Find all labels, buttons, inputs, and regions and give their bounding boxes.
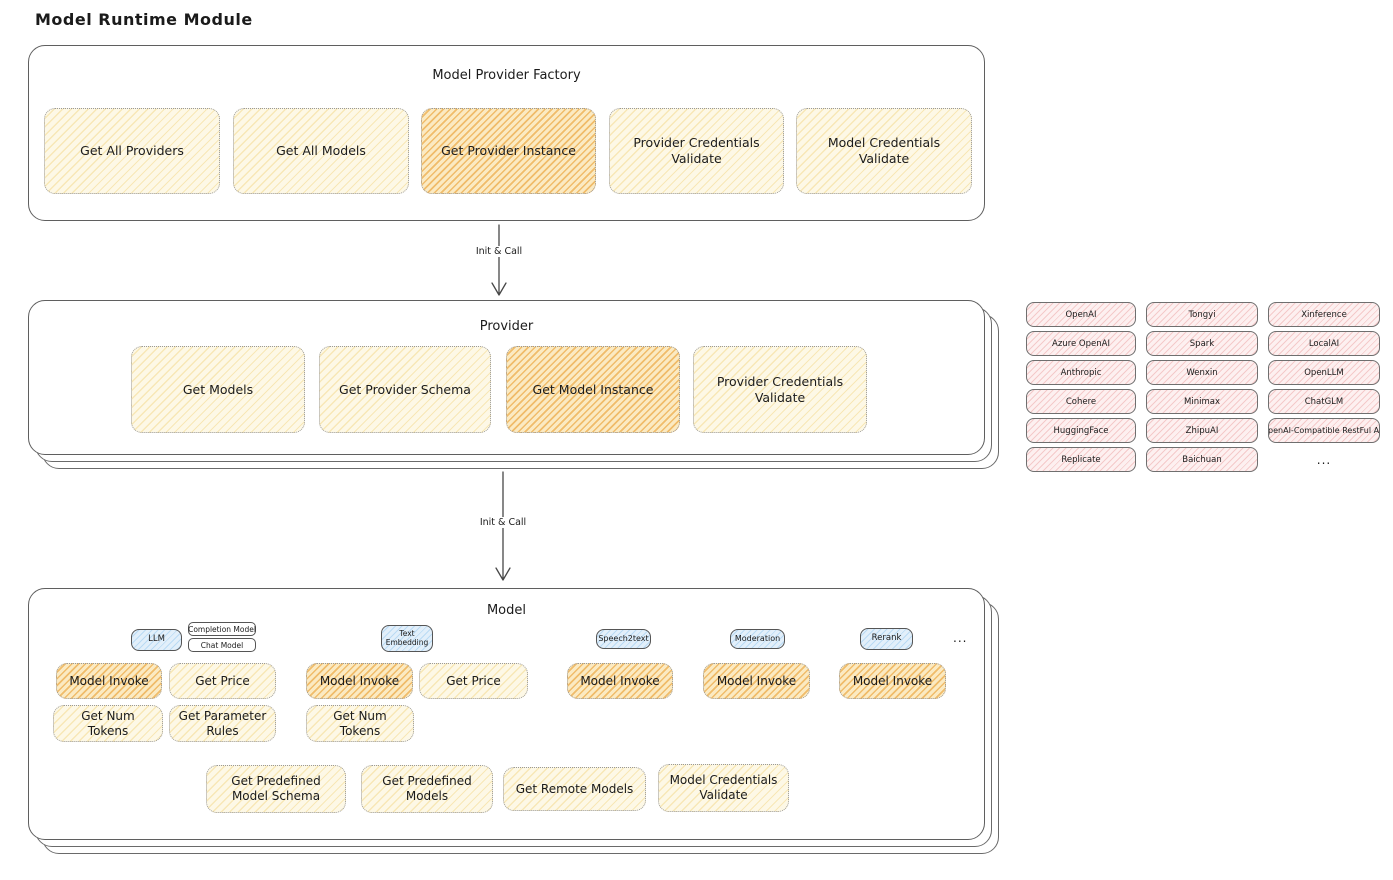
provider-chip: ChatGLM	[1268, 389, 1380, 414]
provider-grid-ellipsis: ...	[1316, 452, 1332, 467]
provider-chip: Azure OpenAI	[1026, 331, 1136, 356]
box-model-invoke: Model Invoke	[703, 663, 810, 699]
provider-grid: OpenAI Tongyi Xinference Azure OpenAI Sp…	[1026, 302, 1380, 472]
factory-box: Model Provider Factory Get All Providers…	[28, 45, 985, 221]
tab-moderation: Moderation	[730, 629, 785, 649]
box-get-all-providers: Get All Providers	[44, 108, 220, 194]
box-get-remote-models: Get Remote Models	[503, 767, 646, 811]
box-get-parameter-rules: Get Parameter Rules	[169, 705, 276, 742]
tab-speech2text: Speech2text	[596, 629, 651, 649]
box-model-invoke: Model Invoke	[839, 663, 946, 699]
provider-chip: Spark	[1146, 331, 1258, 356]
box-provider-credentials-validate-2: Provider Credentials Validate	[693, 346, 867, 433]
box-get-num-tokens: Get Num Tokens	[53, 705, 163, 742]
box-get-model-instance: Get Model Instance	[506, 346, 680, 433]
box-get-num-tokens: Get Num Tokens	[306, 705, 414, 742]
down-arrow-icon	[495, 471, 511, 581]
provider-chip: OpenAI	[1026, 302, 1136, 327]
page-title: Model Runtime Module	[35, 10, 253, 29]
provider-chip: Minimax	[1146, 389, 1258, 414]
provider-box: Provider Get Models Get Provider Schema …	[28, 300, 985, 455]
model-box: Model LLM Completion Model Chat Model Te…	[28, 588, 985, 840]
box-model-credentials-validate: Model Credentials Validate	[796, 108, 972, 194]
provider-title: Provider	[479, 319, 534, 334]
box-model-credentials-validate-2: Model Credentials Validate	[658, 764, 789, 812]
model-title: Model	[486, 603, 527, 618]
box-model-invoke: Model Invoke	[567, 663, 673, 699]
provider-chip: Baichuan	[1146, 447, 1258, 472]
arrow-label-init-call-bottom: Init & Call	[475, 517, 531, 528]
factory-title: Model Provider Factory	[432, 68, 581, 83]
model-tabs-ellipsis: ...	[953, 631, 968, 645]
arrow-label-init-call-top: Init & Call	[471, 246, 527, 257]
box-get-models: Get Models	[131, 346, 305, 433]
provider-chip: Tongyi	[1146, 302, 1258, 327]
box-model-invoke: Model Invoke	[56, 663, 162, 699]
tab-rerank: Rerank	[860, 628, 913, 650]
tab-llm: LLM	[131, 629, 182, 651]
box-get-predefined-models: Get Predefined Models	[361, 765, 493, 813]
provider-chip: HuggingFace	[1026, 418, 1136, 443]
provider-chip: OpenAI-Compatible RestFul API	[1268, 418, 1380, 443]
tab-completion-model: Completion Model	[188, 622, 256, 636]
provider-chip: Anthropic	[1026, 360, 1136, 385]
box-get-provider-schema: Get Provider Schema	[319, 346, 491, 433]
provider-chip: Xinference	[1268, 302, 1380, 327]
provider-chip: ZhipuAI	[1146, 418, 1258, 443]
provider-chip: OpenLLM	[1268, 360, 1380, 385]
box-get-price: Get Price	[419, 663, 528, 699]
provider-chip: Cohere	[1026, 389, 1136, 414]
box-model-invoke: Model Invoke	[306, 663, 413, 699]
down-arrow-icon	[491, 224, 507, 296]
tab-text-embedding: Text Embedding	[381, 625, 433, 652]
box-provider-credentials-validate: Provider Credentials Validate	[609, 108, 784, 194]
provider-chip: Wenxin	[1146, 360, 1258, 385]
provider-chip: LocalAI	[1268, 331, 1380, 356]
box-get-price: Get Price	[169, 663, 276, 699]
provider-chip: Replicate	[1026, 447, 1136, 472]
box-get-predefined-model-schema: Get Predefined Model Schema	[206, 765, 346, 813]
tab-chat-model: Chat Model	[188, 638, 256, 652]
box-get-all-models: Get All Models	[233, 108, 409, 194]
box-get-provider-instance: Get Provider Instance	[421, 108, 596, 194]
